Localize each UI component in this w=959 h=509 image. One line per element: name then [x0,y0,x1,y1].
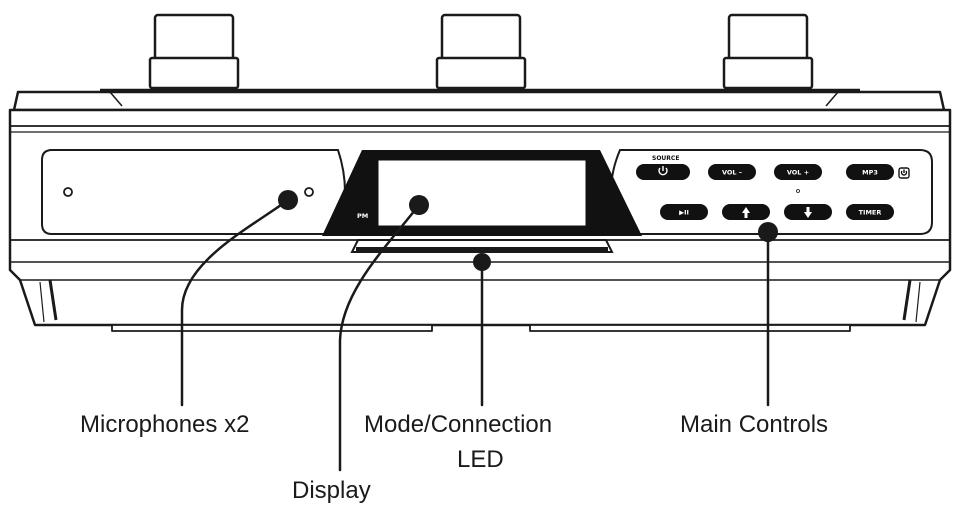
microphones-leader-line [180,198,290,407]
display-screen [377,159,587,227]
skip-forward-button[interactable] [784,204,832,220]
controls-panel [610,149,933,235]
foot-left [111,324,433,332]
power-button[interactable] [636,164,690,180]
callout-display: Display [292,477,371,504]
svg-text:VOL –: VOL – [722,169,742,177]
svg-text:▶II: ▶II [679,209,689,217]
callout-mode-led-line2: LED [457,446,504,473]
knob-right [722,13,814,90]
display-callout-dot [409,195,429,215]
device-lid [12,90,946,112]
timer-button[interactable]: TIMER [846,204,894,220]
play-pause-button[interactable]: ▶II [660,204,708,220]
arrow-down-icon [804,207,812,218]
source-caption: SOURCE [652,155,679,162]
microphone-left-icon [63,187,73,197]
vol-minus-button[interactable]: VOL – [708,164,756,180]
callout-mode-led-line1: Mode/Connection [364,411,553,438]
svg-text:VOL +: VOL + [787,169,809,177]
callout-microphones: Microphones x2 [80,411,250,438]
microphones-callout-dot [278,190,298,210]
microphone-right-icon [304,187,314,197]
mode-connection-led-bar [350,239,614,253]
callout-main-controls: Main Controls [680,411,829,438]
led-callout-dot [473,253,491,271]
svg-text:TIMER: TIMER [859,209,882,217]
knob-left [148,13,240,90]
arrow-up-icon [742,207,750,218]
indicator-dot [796,189,800,193]
mp3-button[interactable]: MP3 [846,164,894,180]
vol-plus-button[interactable]: VOL + [774,164,822,180]
knob-center [435,13,527,90]
main-controls-callout-dot [758,222,778,242]
standby-icon [898,167,910,179]
power-icon [658,166,668,176]
display-pm-indicator: PM [357,212,368,220]
svg-text:MP3: MP3 [862,169,878,177]
skip-back-button[interactable] [722,204,770,220]
microphone-panel [41,149,346,235]
display-leader-line [338,203,421,472]
foot-right [529,324,851,332]
